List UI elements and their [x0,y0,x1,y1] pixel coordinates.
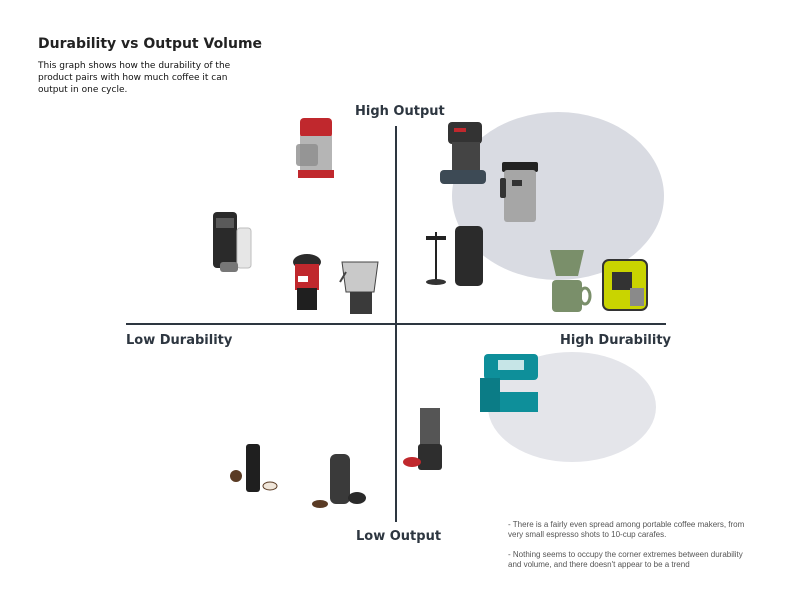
diagram-subtitle: This graph shows how the durability of t… [38,61,231,95]
black-red-brewer [293,254,321,310]
note-item: - There is a fairly even spread among po… [508,520,745,539]
low-output-label: Low Output [356,529,442,544]
yellow-cordless-coffee-maker [602,259,648,311]
high-output-high-durability-cluster [452,112,664,280]
red-drip-coffee-maker [296,118,334,178]
portable-pump-espresso [312,454,366,508]
high-output-label: High Output [355,104,445,119]
note-item: - Nothing seems to occupy the corner ext… [508,550,743,569]
black-french-press [426,226,483,286]
high-durability-label: High Durability [560,333,672,348]
diagram-title: Durability vs Output Volume [38,36,263,52]
camping-drip-coffee-maker [440,122,486,184]
green-pour-over-set [550,250,592,312]
handheld-espresso-maker [230,444,278,492]
single-serve-tumbler-maker [213,212,252,272]
teal-cordless-coffee-maker [480,354,538,412]
low-durability-label: Low Durability [126,333,233,348]
notes-panel: - There is a fairly even spread among po… [508,520,758,580]
glass-percolator [339,261,379,314]
aeropress-brewer [403,408,442,470]
steel-french-press [500,162,538,222]
